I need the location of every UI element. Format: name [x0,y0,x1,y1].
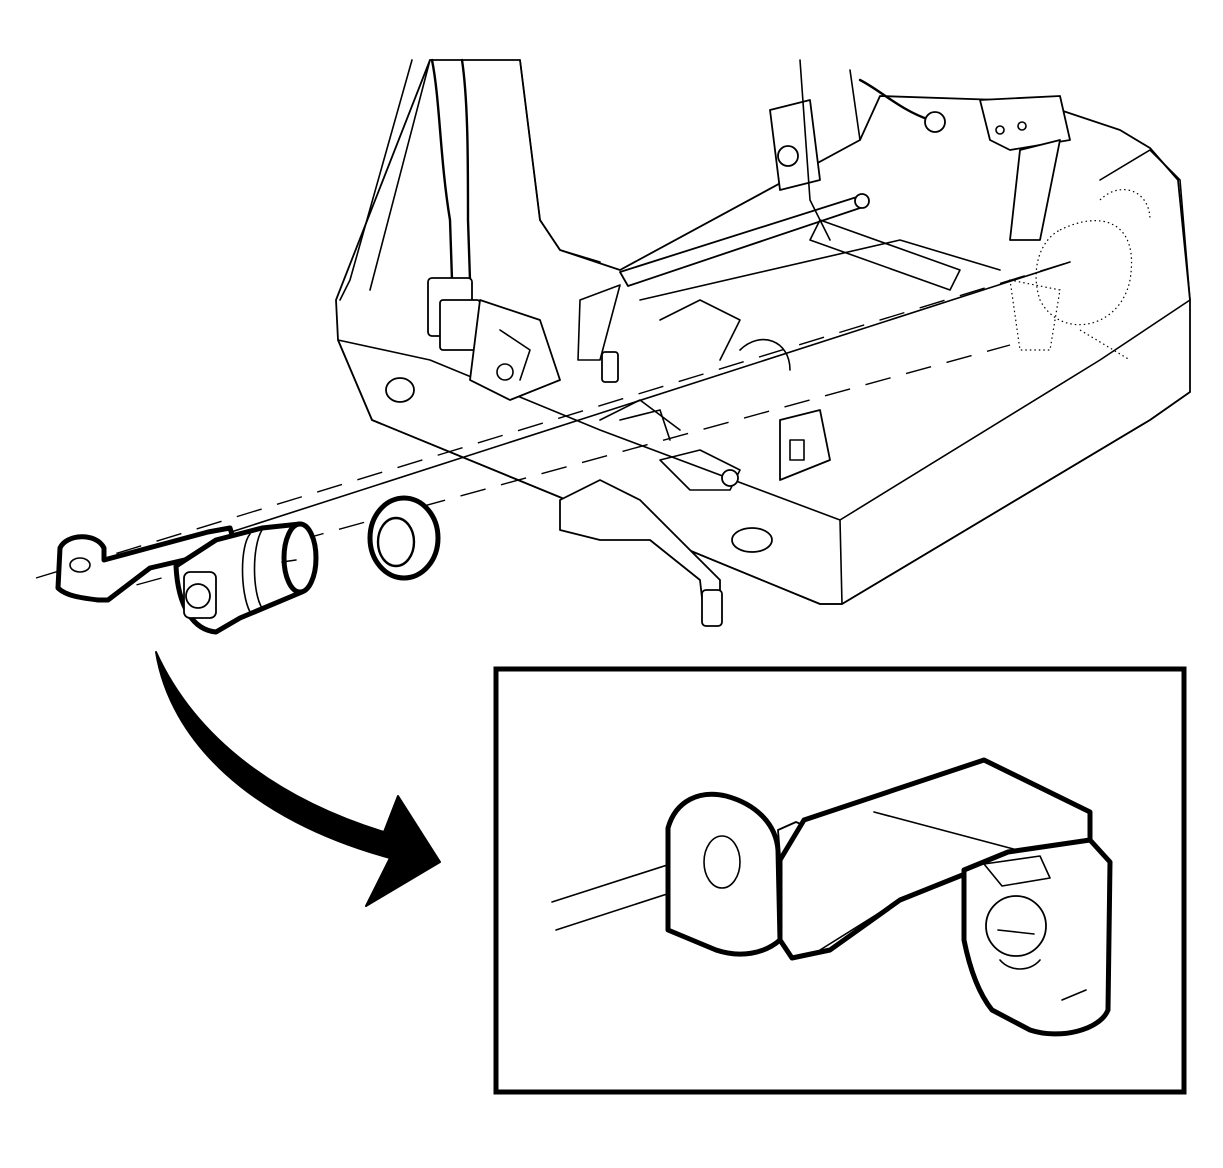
curved-callout-arrow [155,651,441,907]
mounting-hole-left [385,377,415,403]
hinge-bolt [777,145,799,167]
retainer-ring [367,495,441,581]
exploded-axis-lines [35,261,1071,597]
mounting-hole-right [731,527,773,553]
power-outlet-socket [173,521,319,635]
console-tray-assembly [335,58,1191,627]
detail-inset [493,666,1187,1095]
mounting-bracket [55,525,239,603]
